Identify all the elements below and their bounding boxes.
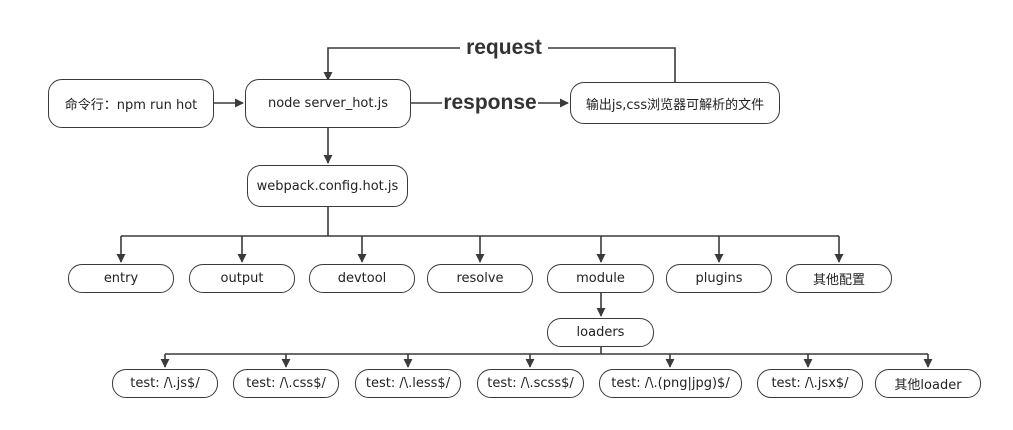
other-loader-node: 其他loader xyxy=(875,369,981,398)
test-img-node: test: /\.(png|jpg)$/ xyxy=(599,369,742,398)
output-files-node: 输出js,css浏览器可解析的文件 xyxy=(570,82,780,124)
entry-node: entry xyxy=(68,264,174,293)
test-css-node: test: /\.css$/ xyxy=(233,369,339,398)
server-node: node server_hot.js xyxy=(245,79,411,128)
plugins-node: plugins xyxy=(666,264,772,293)
webpack-config-node: webpack.config.hot.js xyxy=(247,165,408,207)
resolve-node: resolve xyxy=(427,264,533,293)
other-config-node: 其他配置 xyxy=(786,264,892,293)
request-label: request xyxy=(466,36,542,59)
test-scss-node: test: /\.scss$/ xyxy=(477,369,584,398)
test-js-node: test: /\.js$/ xyxy=(112,369,218,398)
module-node: module xyxy=(547,264,654,293)
edge-request xyxy=(548,47,676,82)
devtool-node: devtool xyxy=(309,264,415,293)
edge-request-tail xyxy=(323,47,460,81)
cli-node: 命令行：npm run hot xyxy=(48,79,214,128)
response-label: response xyxy=(443,91,537,114)
output-node: output xyxy=(189,264,295,293)
test-less-node: test: /\.less$/ xyxy=(355,369,461,398)
test-jsx-node: test: /\.jsx$/ xyxy=(757,369,863,398)
loaders-node: loaders xyxy=(547,318,654,347)
